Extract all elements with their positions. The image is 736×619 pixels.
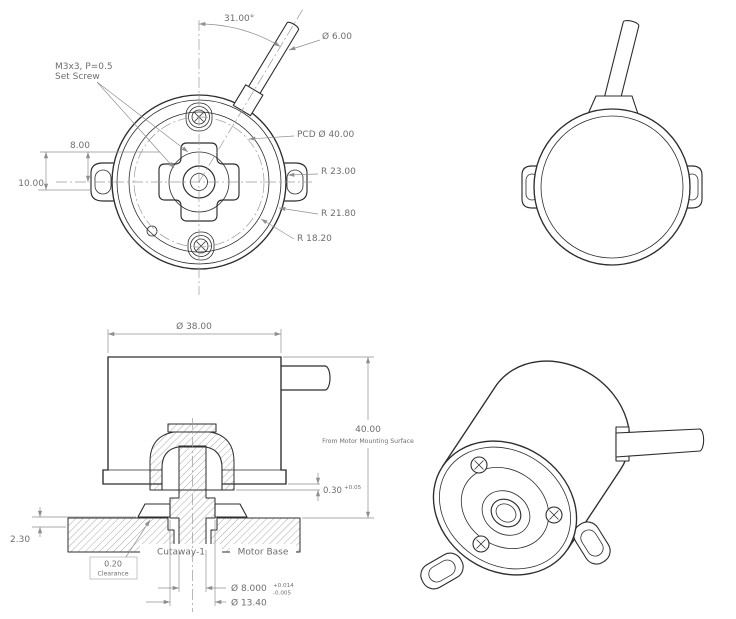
dim-radius-inner: R 18.20 <box>297 234 332 244</box>
front-face <box>432 440 578 576</box>
left-ear <box>521 165 546 209</box>
radius-outer-leader <box>287 172 319 177</box>
front-view-centerlines <box>56 8 312 295</box>
body-outline <box>102 356 287 485</box>
dim-offset-8: 8.00 <box>70 141 90 151</box>
dim-angle: 31.00° <box>224 14 254 24</box>
pcd-circle <box>133 116 265 248</box>
dim-shaft-diameter: Ø 8.000 <box>231 583 267 594</box>
dim-step-tolerance: +0.05 <box>344 485 362 491</box>
bottom-screw-slot <box>187 231 215 261</box>
clamp-arm-right <box>214 503 248 518</box>
note-set-screw-line2: Set Screw <box>55 72 100 82</box>
label-clearance: Clearance <box>97 571 128 578</box>
clearance-leader <box>125 519 151 558</box>
front-face-rim <box>439 446 571 570</box>
dim-step-height: 0.30 <box>323 486 342 496</box>
left-ear-body <box>420 552 464 590</box>
radius-mid-leader <box>278 206 319 215</box>
shaft-hole <box>495 503 517 523</box>
note-mounting-surface: From Motor Mounting Surface <box>322 438 414 445</box>
clearance-note-box <box>89 556 138 580</box>
dim-clearance-value: 0.20 <box>104 560 122 569</box>
face-screw-top <box>470 456 488 474</box>
dim-base-step: 2.30 <box>10 535 30 545</box>
angle-dimension-arc <box>198 21 281 47</box>
dim-overall-height: 40.00 <box>355 425 381 435</box>
isometric-view <box>420 360 705 590</box>
pcd-leader <box>248 135 295 141</box>
left-ear-slot <box>428 559 456 583</box>
clamp-cap-section <box>167 423 217 433</box>
dim-radius-outer: R 23.00 <box>321 167 356 177</box>
left-ear <box>420 552 464 590</box>
dim-radius-mid: R 21.80 <box>321 209 356 219</box>
bottom-screw-phillips-icon <box>196 241 206 251</box>
clamp-arm-left <box>137 503 171 518</box>
screw-phillips-icon <box>549 510 559 520</box>
motor-base-label-backing <box>230 544 296 558</box>
bottom-screw <box>190 235 212 257</box>
set-screw-leader-2 <box>96 81 175 169</box>
set-screw-leader-1 <box>96 81 189 153</box>
section-dimensions: Ø 38.00 40.00 From Motor Mounting Surfac… <box>10 321 414 609</box>
section-geometry: Cutaway-1 Motor Base <box>67 356 331 612</box>
dim-pcd: PCD Ø 40.00 <box>297 129 354 140</box>
note-set-screw-line1: M3x3, P=0.5 <box>55 62 113 72</box>
bottom-screw-head <box>193 238 209 254</box>
front-view: 31.00° Ø 6.00 M3x3, P=0.5 Set Screw PCD … <box>18 8 356 295</box>
index-hole <box>146 225 158 237</box>
screw-phillips-icon <box>474 460 484 470</box>
dim-body-diameter: Ø 38.00 <box>176 321 212 332</box>
dim-hub-diameter: Ø 13.40 <box>231 598 267 609</box>
face-screw-right <box>545 506 563 524</box>
radius-inner-leader <box>260 218 295 240</box>
front-view-dimensions: 31.00° Ø 6.00 M3x3, P=0.5 Set Screw PCD … <box>18 14 356 244</box>
screw-phillips-icon <box>476 539 486 549</box>
cable-stub-end <box>324 365 331 391</box>
section-view: Cutaway-1 Motor Base Ø 38.00 40.00 From … <box>10 321 414 612</box>
base-step-extension-lines <box>32 516 136 528</box>
shaft-bore <box>490 498 522 528</box>
motor-base-right <box>210 517 301 553</box>
height-extension-lines <box>283 356 374 519</box>
cable-stub <box>280 365 326 391</box>
label-cutaway: Cutaway-1 <box>157 548 205 558</box>
dim-shaft-tol-plus: +0.014 <box>273 583 294 589</box>
hub-dia-extension-lines <box>169 520 216 606</box>
cutaway-label-backing <box>140 544 222 558</box>
motor-base-left <box>67 517 175 553</box>
shaft-dia-extension-lines <box>178 550 207 592</box>
rear-view <box>521 20 703 266</box>
face-screw-left <box>472 535 490 553</box>
hub-boss <box>481 490 531 536</box>
cable-centerline <box>198 8 304 183</box>
label-motor-base: Motor Base <box>238 548 289 558</box>
cable <box>603 20 640 103</box>
outer-circle <box>533 108 691 266</box>
cable <box>615 428 705 458</box>
right-ear-slot <box>580 529 604 557</box>
right-ear <box>678 165 703 209</box>
dim-cable-diameter: Ø 6.00 <box>322 31 352 42</box>
dim-offset-10: 10.00 <box>18 179 44 189</box>
dim-shaft-tol-minus: -0.005 <box>273 591 291 597</box>
right-ear <box>573 521 611 565</box>
body-dia-extension-lines <box>107 329 282 353</box>
inner-circle <box>540 115 684 259</box>
step-extension-lines <box>236 483 320 491</box>
cable-diameter-leader <box>288 39 321 51</box>
